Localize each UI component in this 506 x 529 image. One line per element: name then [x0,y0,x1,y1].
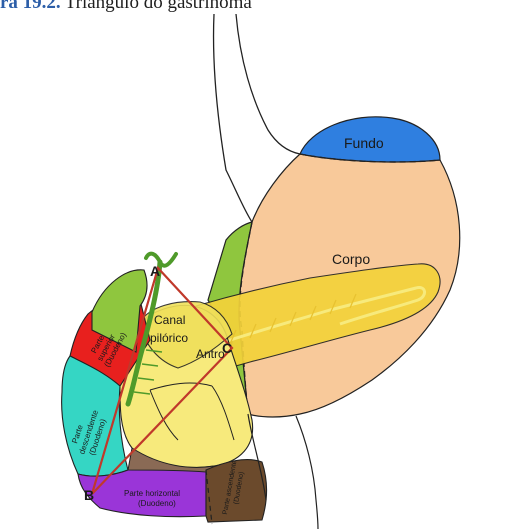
vertex-a-label: A [150,263,160,279]
canal-label-2: pilórico [150,331,188,345]
esophagus-left-wall [214,14,253,222]
esophagus-right-wall [236,14,300,154]
horizontal-label-2: (Duodeno) [138,499,176,508]
retroperitoneal-wall [296,416,318,529]
antro-label: Antro [196,347,225,361]
canal-label-1: Canal [154,313,185,327]
fundo-label: Fundo [344,135,384,151]
corpo-label: Corpo [332,251,370,267]
vertex-b-label: B [84,487,94,503]
horizontal-label-1: Parte horizontal [124,489,180,498]
